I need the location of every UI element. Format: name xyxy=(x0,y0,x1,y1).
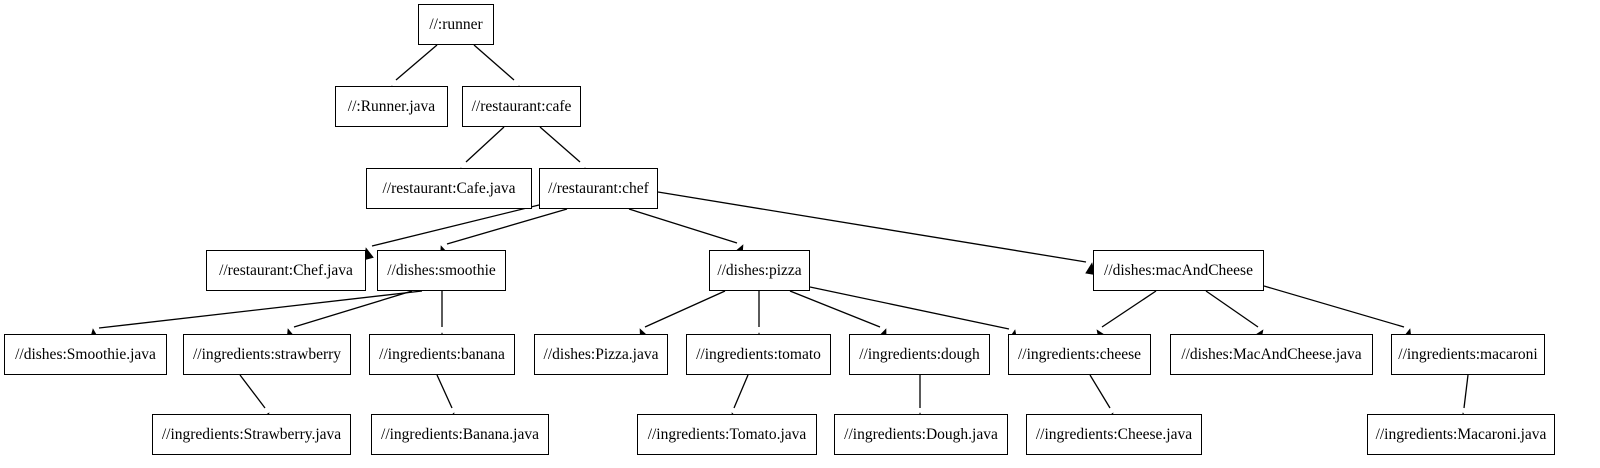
graph-node-label: //ingredients:macaroni xyxy=(1398,345,1538,363)
graph-node-label: //dishes:smoothie xyxy=(387,261,496,279)
graph-node-smoothie_java[interactable]: //dishes:Smoothie.java xyxy=(4,334,167,375)
graph-node-label: //ingredients:Cheese.java xyxy=(1035,425,1193,443)
graph-node-macaroni_java[interactable]: //ingredients:Macaroni.java xyxy=(1367,414,1555,455)
graph-node-label: //restaurant:cafe xyxy=(471,97,572,115)
graph-node-label: //ingredients:cheese xyxy=(1017,345,1142,363)
graph-node-restaurant_cafe[interactable]: //restaurant:cafe xyxy=(462,86,581,127)
graph-node-label: //ingredients:banana xyxy=(379,345,505,363)
graph-node-strawberry_java[interactable]: //ingredients:Strawberry.java xyxy=(152,414,351,455)
graph-node-dishes_smoothie[interactable]: //dishes:smoothie xyxy=(377,250,506,291)
graph-node-label: //ingredients:dough xyxy=(859,345,980,363)
graph-node-runner[interactable]: //:runner xyxy=(418,4,494,45)
graph-node-label: //restaurant:Chef.java xyxy=(219,261,353,279)
graph-node-dishes_pizza[interactable]: //dishes:pizza xyxy=(709,250,810,291)
graph-node-label: //dishes:macAndCheese xyxy=(1104,261,1253,279)
graph-node-label: //ingredients:Tomato.java xyxy=(647,425,807,443)
graph-node-label: //ingredients:Dough.java xyxy=(844,425,998,443)
graph-node-label: //ingredients:strawberry xyxy=(192,345,342,363)
graph-node-ing_dough[interactable]: //ingredients:dough xyxy=(849,334,990,375)
graph-node-label: //ingredients:Strawberry.java xyxy=(161,425,342,443)
graph-node-ing_banana[interactable]: //ingredients:banana xyxy=(369,334,515,375)
graph-node-label: //dishes:MacAndCheese.java xyxy=(1181,345,1362,363)
graph-node-dough_java[interactable]: //ingredients:Dough.java xyxy=(834,414,1008,455)
graph-node-pizza_java[interactable]: //dishes:Pizza.java xyxy=(534,334,668,375)
graph-node-cheese_java[interactable]: //ingredients:Cheese.java xyxy=(1026,414,1202,455)
graph-node-restaurant_chef[interactable]: //restaurant:chef xyxy=(539,168,658,209)
graph-node-label: //:runner xyxy=(429,15,483,33)
graph-node-label: //restaurant:chef xyxy=(548,179,649,197)
graph-node-macandcheese_java[interactable]: //dishes:MacAndCheese.java xyxy=(1170,334,1373,375)
graph-node-runner_java[interactable]: //:Runner.java xyxy=(335,86,448,127)
graph-node-tomato_java[interactable]: //ingredients:Tomato.java xyxy=(637,414,817,455)
graph-node-label: //dishes:Smoothie.java xyxy=(15,345,156,363)
graph-node-label: //ingredients:tomato xyxy=(696,345,821,363)
graph-node-banana_java[interactable]: //ingredients:Banana.java xyxy=(371,414,549,455)
graph-node-label: //:Runner.java xyxy=(347,97,436,115)
graph-node-label: //ingredients:Macaroni.java xyxy=(1375,425,1547,443)
graph-node-ing_macaroni[interactable]: //ingredients:macaroni xyxy=(1391,334,1545,375)
graph-node-chef_java[interactable]: //restaurant:Chef.java xyxy=(206,250,366,291)
graph-node-label: //dishes:pizza xyxy=(717,261,802,279)
graph-node-cafe_java[interactable]: //restaurant:Cafe.java xyxy=(366,168,532,209)
graph-node-label: //restaurant:Cafe.java xyxy=(382,179,516,197)
graph-node-dishes_macandchs[interactable]: //dishes:macAndCheese xyxy=(1093,250,1264,291)
graph-node-ing_strawberry[interactable]: //ingredients:strawberry xyxy=(183,334,351,375)
graph-node-ing_cheese[interactable]: //ingredients:cheese xyxy=(1008,334,1151,375)
graph-node-ing_tomato[interactable]: //ingredients:tomato xyxy=(686,334,831,375)
graph-node-label: //ingredients:Banana.java xyxy=(381,425,539,443)
graph-node-label: //dishes:Pizza.java xyxy=(543,345,659,363)
